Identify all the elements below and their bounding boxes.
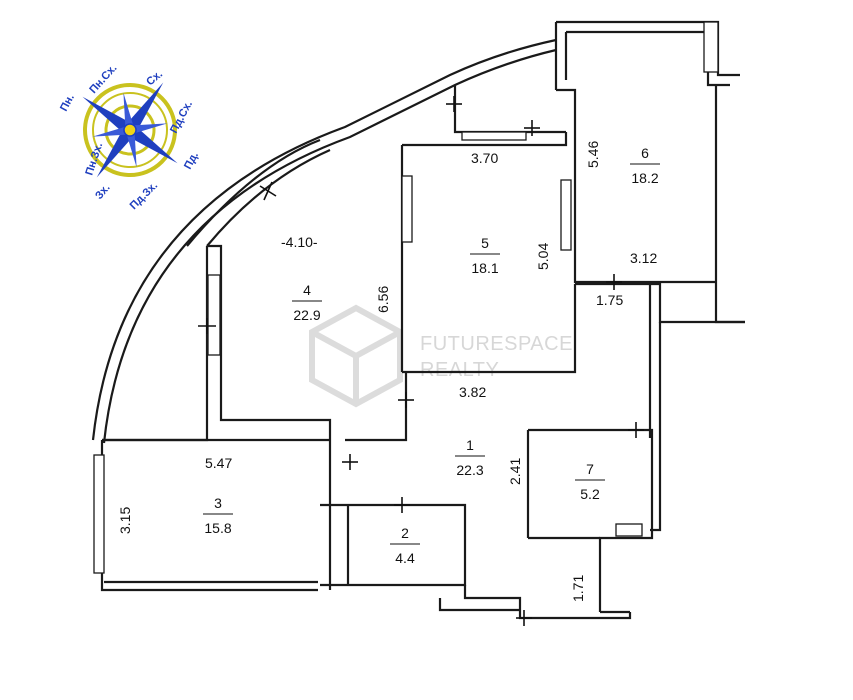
window-room3 (93, 454, 105, 574)
compass-needles (82, 82, 178, 178)
dim-room4-height: 6.56 (375, 286, 391, 313)
watermark-logo-icon (309, 304, 403, 408)
window-balcony-top (703, 21, 719, 73)
compass-ring-inner (104, 104, 156, 156)
watermark: FUTURESPACE REALTY (309, 304, 573, 408)
dim-room4-width: -4.10- (281, 234, 318, 250)
room-6-number: 6 (641, 145, 649, 161)
room-7-label: 7 5.2 (575, 461, 605, 502)
window-room7-vent (615, 523, 643, 537)
room-5-area: 18.1 (471, 260, 498, 276)
room-7-area: 5.2 (580, 486, 600, 502)
window-room5-left (401, 175, 413, 243)
dimension-labels: 5.46 3.12 3.70 5.04 -4.10- 6.56 1.75 3.8… (117, 141, 657, 602)
dim-room6-height: 5.46 (585, 141, 601, 168)
room-3-label: 3 15.8 (203, 495, 233, 536)
room-1-label: 1 22.3 (455, 437, 485, 478)
room-4-number: 4 (303, 282, 311, 298)
dim-room1-height: 2.41 (507, 458, 523, 485)
room-7-number: 7 (586, 461, 594, 477)
compass-label-east: Сх. (144, 68, 165, 88)
compass-center (123, 123, 137, 137)
window-room5-right (560, 179, 572, 251)
room-4-area: 22.9 (293, 307, 320, 323)
watermark-line2: REALTY (420, 359, 499, 381)
room-5-label: 5 18.1 (470, 235, 500, 276)
compass-rose: Пн. Пн.Сх. Сх. Пд.Сх. Пд. Пд.Зх. Зх. Пн.… (58, 62, 201, 213)
room-4-label: 4 22.9 (292, 282, 322, 323)
dim-room6-width: 3.12 (630, 250, 657, 266)
room-3-area: 15.8 (204, 520, 231, 536)
window-room4 (207, 274, 221, 356)
dim-room3-width: 5.47 (205, 455, 232, 471)
windows (93, 21, 719, 574)
room-labels: 1 22.3 2 4.4 3 15.8 4 22.9 5 18.1 6 18.2 (203, 145, 660, 566)
room-2-area: 4.4 (395, 550, 415, 566)
window-room5-top (461, 131, 527, 141)
door-marks (198, 96, 644, 626)
dim-hall-height: 1.71 (570, 575, 586, 602)
room-1-number: 1 (466, 437, 474, 453)
room-6-area: 18.2 (631, 170, 658, 186)
room-1-area: 22.3 (456, 462, 483, 478)
compass-ring-outer (83, 83, 177, 177)
room-3-number: 3 (214, 495, 222, 511)
compass-label-north: Пн. (58, 92, 77, 113)
room-2-number: 2 (401, 525, 409, 541)
watermark-line1: FUTURESPACE (420, 333, 573, 355)
compass-label-southwest: Пд.Зх. (128, 180, 161, 213)
room-2-label: 2 4.4 (390, 525, 420, 566)
dim-corridor-width: 1.75 (596, 292, 623, 308)
dim-room1-width: 3.82 (459, 384, 486, 400)
dim-room3-height: 3.15 (117, 507, 133, 534)
compass-label-northeast: Пн.Сх. (87, 62, 119, 96)
dim-room5-height: 5.04 (535, 243, 551, 270)
compass-ring-mid (92, 92, 168, 168)
compass-label-south: Пд. (182, 150, 201, 171)
room-5-number: 5 (481, 235, 489, 251)
dim-room5-width: 3.70 (471, 150, 498, 166)
compass-label-west: Зх. (93, 182, 113, 202)
room-6-label: 6 18.2 (630, 145, 660, 186)
